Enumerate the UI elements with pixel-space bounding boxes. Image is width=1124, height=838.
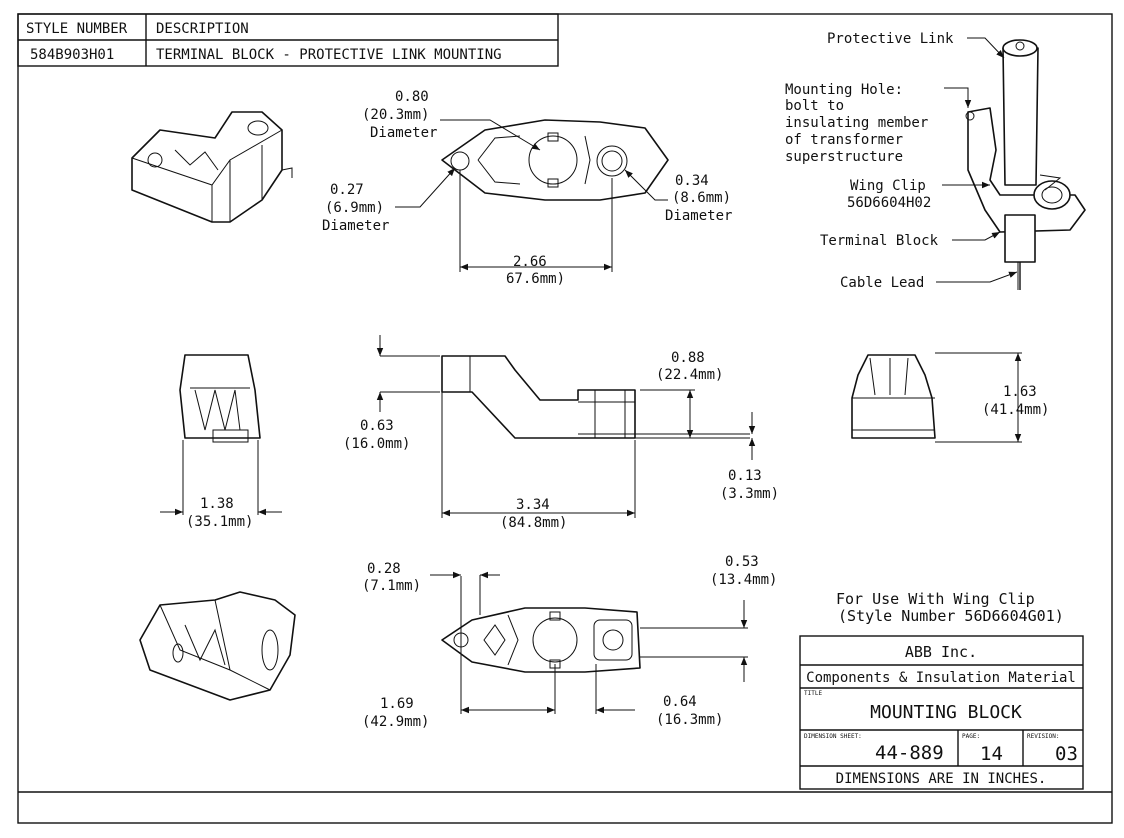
- top-left-dia-label: Diameter: [322, 218, 389, 234]
- sheet-field-label: DIMENSION SHEET:: [804, 733, 862, 740]
- top-left-dia-inch: 0.27: [330, 182, 364, 198]
- units-note: DIMENSIONS ARE IN INCHES.: [836, 771, 1047, 787]
- callout-mounting-hole-5: superstructure: [785, 149, 903, 165]
- bottom-left-offset-mm: (7.1mm): [362, 578, 421, 594]
- side-height-inch: 0.63: [360, 418, 394, 434]
- page-number: 14: [980, 743, 1003, 765]
- top-right-dia-inch: 0.34: [675, 173, 709, 189]
- top-spacing-mm: 67.6mm): [506, 271, 565, 287]
- bottom-right-height-inch: 0.53: [725, 554, 759, 570]
- front-width-inch: 1.38: [200, 496, 234, 512]
- assembly-view: [965, 39, 1086, 290]
- description-header: DESCRIPTION: [156, 21, 249, 37]
- assembly-leaders: [936, 37, 1018, 283]
- callout-mounting-hole-3: insulating member: [785, 115, 928, 131]
- style-number-header: STYLE NUMBER: [26, 21, 128, 37]
- top-right-dia-mm: (8.6mm): [672, 190, 731, 206]
- plan-view-top: [441, 119, 669, 201]
- style-number-value: 584B903H01: [30, 47, 114, 63]
- revision-field-label: REVISION:: [1027, 733, 1060, 740]
- top-center-dia-inch: 0.80: [395, 89, 429, 105]
- sheet-border: [17, 13, 1113, 824]
- side-thickness-mm: (3.3mm): [720, 486, 779, 502]
- end-height-inch: 1.63: [1003, 384, 1037, 400]
- usage-note-line2: (Style Number 56D6604G01): [838, 607, 1064, 625]
- title-field-label: TITLE: [804, 690, 822, 697]
- top-left-dia-mm: (6.9mm): [325, 200, 384, 216]
- iso-view-top: [131, 111, 293, 223]
- callout-protective-link: Protective Link: [827, 31, 954, 47]
- side-view: [376, 335, 756, 518]
- bottom-right-offset-inch: 0.64: [663, 694, 697, 710]
- drawing-title: MOUNTING BLOCK: [870, 702, 1022, 723]
- header-table: STYLE NUMBER DESCRIPTION 584B903H01 TERM…: [17, 13, 559, 67]
- side-length-mm: (84.8mm): [500, 515, 567, 531]
- callout-mounting-hole-1: Mounting Hole:: [785, 82, 903, 98]
- company-name: ABB Inc.: [905, 643, 977, 661]
- bottom-length-mm: (42.9mm): [362, 714, 429, 730]
- iso-view-bottom: [139, 591, 296, 701]
- bottom-view: [430, 571, 748, 714]
- top-right-dia-label: Diameter: [665, 208, 732, 224]
- front-width-mm: (35.1mm): [186, 514, 253, 530]
- plan-view-dimensions: [395, 119, 668, 272]
- description-value: TERMINAL BLOCK - PROTECTIVE LINK MOUNTIN…: [156, 47, 502, 63]
- callout-cable-lead: Cable Lead: [840, 275, 924, 291]
- top-center-dia-label: Diameter: [370, 125, 437, 141]
- side-rise-mm: (22.4mm): [656, 367, 723, 383]
- end-height-mm: (41.4mm): [982, 402, 1049, 418]
- sheet-number: 44-889: [875, 742, 944, 764]
- side-thickness-inch: 0.13: [728, 468, 762, 484]
- bottom-length-inch: 1.69: [380, 696, 414, 712]
- side-length-inch: 3.34: [516, 497, 550, 513]
- top-spacing-inch: 2.66: [513, 254, 547, 270]
- bottom-left-offset-inch: 0.28: [367, 561, 401, 577]
- callout-wing-clip: Wing Clip: [850, 178, 926, 194]
- end-view: [851, 352, 1022, 443]
- callout-mounting-hole-4: of transformer: [785, 132, 903, 148]
- title-block: [799, 635, 1084, 790]
- front-view: [160, 354, 282, 516]
- top-center-dia-mm: (20.3mm): [362, 107, 429, 123]
- bottom-right-offset-mm: (16.3mm): [656, 712, 723, 728]
- side-height-mm: (16.0mm): [343, 436, 410, 452]
- callout-wing-clip-number: 56D6604H02: [847, 195, 931, 211]
- bottom-right-height-mm: (13.4mm): [710, 572, 777, 588]
- division-name: Components & Insulation Material: [806, 670, 1076, 686]
- usage-note-line1: For Use With Wing Clip: [836, 590, 1035, 608]
- revision-number: 03: [1055, 743, 1078, 765]
- page-field-label: PAGE:: [962, 733, 980, 740]
- callout-mounting-hole-2: bolt to: [785, 98, 844, 114]
- side-rise-inch: 0.88: [671, 350, 705, 366]
- callout-terminal-block: Terminal Block: [820, 233, 939, 249]
